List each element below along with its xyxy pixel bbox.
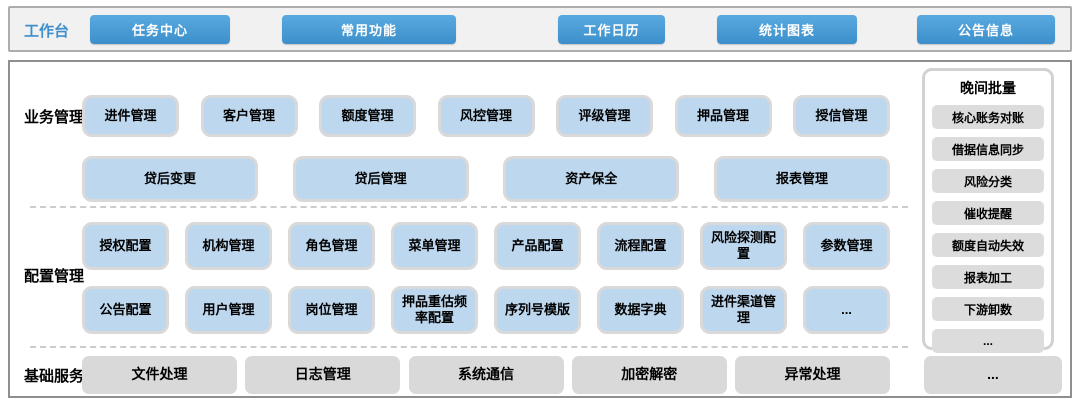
batch-item[interactable]: 下游卸数	[932, 297, 1044, 321]
service-tile[interactable]: 加密解密	[571, 356, 727, 394]
module-tile[interactable]: 客户管理	[200, 95, 298, 137]
business-row-1: 进件管理客户管理额度管理风控管理评级管理押品管理授信管理	[82, 95, 890, 137]
module-tile[interactable]: 授信管理	[793, 95, 890, 137]
module-tile[interactable]: 角色管理	[288, 222, 375, 270]
batch-item[interactable]: 核心账务对账	[932, 105, 1044, 129]
service-tile[interactable]: 文件处理	[82, 356, 237, 394]
config-row-2: 公告配置用户管理岗位管理押品重估频率配置序列号模版数据字典进件渠道管理...	[82, 286, 890, 334]
batch-item[interactable]: 风险分类	[932, 169, 1044, 193]
module-tile[interactable]: 报表管理	[713, 156, 890, 202]
module-tile[interactable]: 参数管理	[803, 222, 890, 270]
module-tile[interactable]: 风控管理	[437, 95, 535, 137]
section-label-config: 配置管理	[24, 268, 85, 285]
service-tile[interactable]: 异常处理	[735, 356, 890, 394]
module-tile[interactable]: 用户管理	[185, 286, 272, 334]
section-label-business: 业务管理	[24, 109, 85, 126]
night-batch-title: 晚间批量	[960, 80, 1016, 96]
workbench-bar: 工作台 任务中心 常用功能 工作日历 统计图表 公告信息	[8, 6, 1072, 52]
section-divider	[30, 206, 908, 208]
module-tile[interactable]: 授权配置	[82, 222, 169, 270]
night-batch-panel: 晚间批量 核心账务对账借据信息同步风险分类催收提醒额度自动失效报表加工下游卸数.…	[922, 68, 1054, 353]
module-tile[interactable]: 产品配置	[494, 222, 581, 270]
module-tile[interactable]: 押品管理	[674, 95, 772, 137]
top-nav-button[interactable]: 任务中心	[90, 15, 230, 44]
module-tile[interactable]: 岗位管理	[288, 286, 375, 334]
module-tile[interactable]: 评级管理	[556, 95, 653, 137]
top-nav-button[interactable]: 公告信息	[917, 15, 1055, 44]
module-tile[interactable]: 贷后变更	[82, 156, 258, 202]
base-service-row: 文件处理日志管理系统通信加密解密异常处理	[82, 356, 890, 394]
main-panel: 业务管理 进件管理客户管理额度管理风控管理评级管理押品管理授信管理 贷后变更贷后…	[8, 60, 1072, 398]
module-tile[interactable]: 进件管理	[82, 95, 179, 137]
module-tile[interactable]: 贷后管理	[292, 156, 469, 202]
night-batch-list: 核心账务对账借据信息同步风险分类催收提醒额度自动失效报表加工下游卸数...	[925, 105, 1051, 353]
module-tile[interactable]: 资产保全	[503, 156, 680, 202]
module-tile[interactable]: 数据字典	[597, 286, 684, 334]
batch-item[interactable]: 额度自动失效	[932, 233, 1044, 257]
module-tile[interactable]: ...	[803, 286, 890, 334]
module-tile[interactable]: 机构管理	[185, 222, 272, 270]
module-tile[interactable]: 额度管理	[319, 95, 416, 137]
top-nav-button[interactable]: 工作日历	[558, 15, 665, 44]
workbench-label: 工作台	[24, 23, 70, 40]
module-tile[interactable]: 风险探测配置	[700, 222, 787, 270]
section-divider	[30, 346, 908, 348]
workbench-nav: 任务中心 常用功能 工作日历 统计图表 公告信息	[10, 8, 1070, 50]
config-row-1: 授权配置机构管理角色管理菜单管理产品配置流程配置风险探测配置参数管理	[82, 222, 890, 270]
batch-item[interactable]: ...	[932, 329, 1044, 353]
top-nav-button[interactable]: 常用功能	[282, 15, 456, 44]
batch-item[interactable]: 催收提醒	[932, 201, 1044, 225]
module-tile[interactable]: 菜单管理	[391, 222, 478, 270]
business-row-2: 贷后变更贷后管理资产保全报表管理	[82, 156, 890, 202]
module-tile[interactable]: 流程配置	[597, 222, 684, 270]
service-tile[interactable]: 系统通信	[408, 356, 564, 394]
module-tile[interactable]: 进件渠道管理	[700, 286, 787, 334]
service-tile[interactable]: 日志管理	[245, 356, 401, 394]
module-tile[interactable]: 押品重估频率配置	[391, 286, 478, 334]
module-tile[interactable]: 公告配置	[82, 286, 169, 334]
batch-item[interactable]: 借据信息同步	[932, 137, 1044, 161]
batch-item[interactable]: 报表加工	[932, 265, 1044, 289]
module-tile[interactable]: 序列号模版	[494, 286, 581, 334]
service-tile-more[interactable]: ...	[924, 356, 1062, 394]
top-nav-button[interactable]: 统计图表	[717, 15, 857, 44]
section-label-base: 基础服务	[24, 368, 85, 385]
